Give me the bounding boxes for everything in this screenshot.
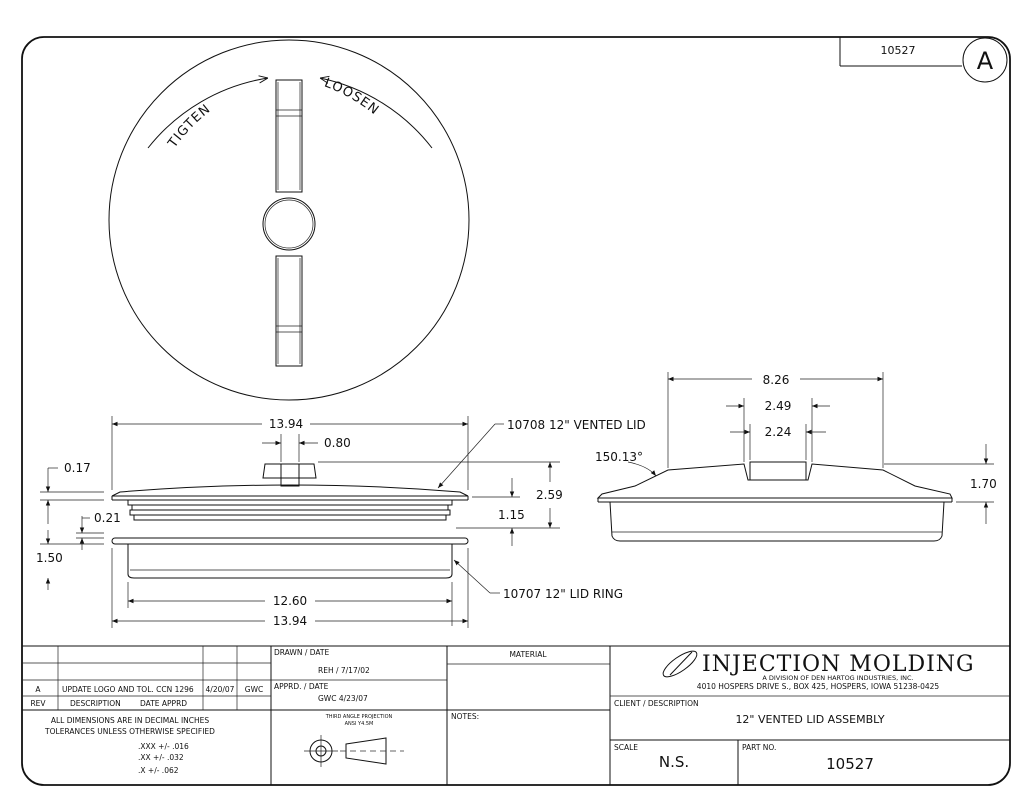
dim-top-width: 8.26 [763,373,790,387]
right-view: 8.26 2.49 2.24 150.13° 1.70 [595,372,997,542]
dim-lid-lip: 0.17 [64,461,91,475]
vented-lid-body [609,501,945,542]
scale-label: SCALE [614,743,638,752]
lid-ring-flange [111,537,469,545]
lid-ring-body [127,544,453,579]
third-angle-projection-symbol [304,735,404,767]
projection-line-2: ANSI Y4.5M [345,721,374,727]
top-view: TIGTEN LOOSEN [108,39,470,401]
dim-ring-inner-width: 12.60 [273,594,307,608]
dim-lid-height: 2.59 [536,488,563,502]
part-number-box-text: 10527 [881,44,916,57]
dim-ring-gap: 0.21 [94,511,121,525]
lid-top-circle [108,39,470,401]
projection-line-1: THIRD ANGLE PROJECTION [325,714,393,720]
company-logo [662,650,698,678]
lid-profile [111,484,469,497]
tighten-arrow [147,78,268,149]
rev-header-description: DESCRIPTION [70,699,121,708]
center-hub [262,197,316,251]
tolerance-line-2: TOLERANCES UNLESS OTHERWISE SPECIFIED [44,727,215,736]
rev-header-date-appr: DATE APPRD [140,699,187,708]
rev-row-description: UPDATE LOGO AND TOL. CCN 1296 [62,685,194,694]
sheet-border [21,36,1011,786]
loosen-arrow [320,78,433,149]
vented-lid-profile [596,463,953,499]
part-no-label: PART NO. [742,743,776,752]
drawn-value: REH / 7/17/02 [318,666,370,675]
material-label: MATERIAL [509,650,547,659]
revision-letter: A [977,47,994,75]
callout-lid: 10708 12" VENTED LID [507,418,646,432]
dim-vent-outer: 2.49 [765,399,792,413]
notes-label: NOTES: [451,712,479,721]
handle-bottom [275,255,303,367]
dim-thread-height: 1.15 [498,508,525,522]
part-number-box: 10527 A [839,37,1008,83]
callout-ring: 10707 12" LID RING [503,587,623,601]
rev-row-approved: GWC [245,685,263,694]
company-address: 4010 HOSPERS DRIVE S., BOX 425, HOSPERS,… [697,682,940,691]
side-view: 13.94 0.80 0.17 0.21 1.50 2.59 [36,416,646,628]
dim-height: 1.70 [970,477,997,491]
part-no-value: 10527 [826,755,874,773]
company-division: A DIVISION OF DEN HARTOG INDUSTRIES, INC… [762,674,913,682]
rev-row-date: 4/20/07 [206,685,235,694]
rev-row-rev: A [35,685,41,694]
approved-value: GWC 4/23/07 [318,694,368,703]
drawn-label: DRAWN / DATE [274,648,329,657]
client-label: CLIENT / DESCRIPTION [614,699,699,708]
client-value: 12" VENTED LID ASSEMBLY [735,713,884,726]
dim-vent-inner: 2.24 [765,425,792,439]
dim-ring-height: 1.50 [36,551,63,565]
rev-header-rev: REV [30,699,46,708]
tolerance-line-3: .XXX +/- .016 [138,742,189,751]
tolerance-line-4: .XX +/- .032 [138,753,184,762]
approved-label: APPRD. / DATE [274,682,329,691]
dim-knob-width: 0.80 [324,436,351,450]
scale-value: N.S. [659,753,689,771]
lid-knob [262,463,317,479]
revision-circle [962,37,1008,83]
company-name: INJECTION MOLDING [702,652,975,677]
dim-overall-width-top: 13.94 [269,417,303,431]
tolerance-line-1: ALL DIMENSIONS ARE IN DECIMAL INCHES [51,716,210,725]
title-block: A UPDATE LOGO AND TOL. CCN 1296 4/20/07 … [22,645,1010,785]
tolerance-line-5: .X +/- .062 [138,766,179,775]
dim-angle: 150.13° [595,450,643,464]
dim-overall-width-bottom: 13.94 [273,614,307,628]
handle-top [275,79,303,193]
